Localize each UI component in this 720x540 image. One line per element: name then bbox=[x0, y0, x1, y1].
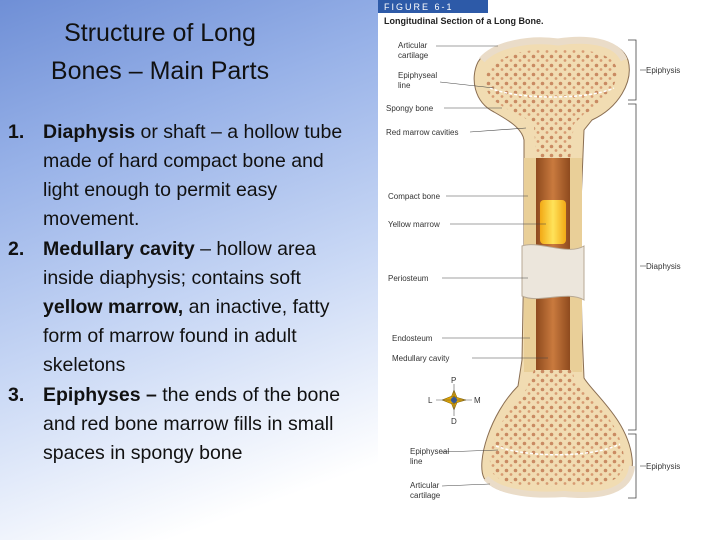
label-epiphyseal-line-bottom-2: line bbox=[410, 457, 423, 466]
label-spongy-bone: Spongy bone bbox=[386, 104, 434, 113]
label-articular-cartilage-bottom-2: cartilage bbox=[410, 491, 441, 500]
spongy-bone-bottom bbox=[490, 370, 624, 487]
list-item: 3. Epiphyses – the ends of the bone and … bbox=[8, 381, 348, 468]
yellow-marrow bbox=[540, 200, 566, 244]
periosteum bbox=[522, 245, 584, 300]
diaphysis-bracket bbox=[628, 104, 636, 430]
label-endosteum: Endosteum bbox=[392, 334, 433, 343]
bone-diagram: FIGURE 6-1 Longitudinal Section of a Lon… bbox=[378, 0, 720, 540]
compass-p: P bbox=[451, 376, 456, 385]
figure-subtitle: Longitudinal Section of a Long Bone. bbox=[384, 16, 544, 26]
label-articular-cartilage-top-2: cartilage bbox=[398, 51, 429, 60]
term-epiphyses: Epiphyses – bbox=[43, 384, 157, 406]
compass-l: L bbox=[428, 396, 433, 405]
compass-m: M bbox=[474, 396, 481, 405]
label-medullary-cavity: Medullary cavity bbox=[392, 354, 449, 363]
text-panel: Structure of Long Bones – Main Parts 1. … bbox=[0, 0, 378, 540]
label-periosteum: Periosteum bbox=[388, 274, 429, 283]
label-articular-cartilage-bottom: Articular bbox=[410, 481, 440, 490]
title-line-2: Bones – Main Parts bbox=[8, 52, 312, 90]
bone-figure: FIGURE 6-1 Longitudinal Section of a Lon… bbox=[378, 0, 720, 540]
title-line-1: Structure of Long bbox=[8, 14, 312, 52]
label-compact-bone: Compact bone bbox=[388, 192, 441, 201]
item-number: 1. bbox=[8, 118, 24, 147]
label-epiphyseal-line-top: Epiphyseal bbox=[398, 71, 437, 80]
term-diaphysis: Diaphysis bbox=[43, 121, 135, 143]
item-number: 2. bbox=[8, 235, 24, 264]
label-epiphyseal-line-top-2: line bbox=[398, 81, 411, 90]
compass-icon bbox=[436, 384, 472, 416]
figure-header: FIGURE 6-1 bbox=[384, 2, 454, 12]
label-articular-cartilage-top: Articular bbox=[398, 41, 428, 50]
label-diaphysis: Diaphysis bbox=[646, 262, 681, 271]
parts-list: 1. Diaphysis or shaft – a hollow tube ma… bbox=[8, 118, 348, 469]
label-epiphysis-bottom: Epiphysis bbox=[646, 462, 680, 471]
term-yellow-marrow: yellow marrow, bbox=[43, 296, 183, 318]
spongy-bone-top bbox=[485, 50, 616, 160]
label-red-marrow-cavities: Red marrow cavities bbox=[386, 128, 458, 137]
item-number: 3. bbox=[8, 381, 24, 410]
label-epiphyseal-line-bottom: Epiphyseal bbox=[410, 447, 449, 456]
list-item: 2. Medullary cavity – hollow area inside… bbox=[8, 235, 348, 380]
list-item: 1. Diaphysis or shaft – a hollow tube ma… bbox=[8, 118, 348, 234]
slide-title: Structure of Long Bones – Main Parts bbox=[8, 14, 312, 90]
term-medullary-cavity: Medullary cavity bbox=[43, 238, 195, 260]
label-yellow-marrow: Yellow marrow bbox=[388, 220, 440, 229]
compass-d: D bbox=[451, 417, 457, 426]
label-epiphysis-top: Epiphysis bbox=[646, 66, 680, 75]
